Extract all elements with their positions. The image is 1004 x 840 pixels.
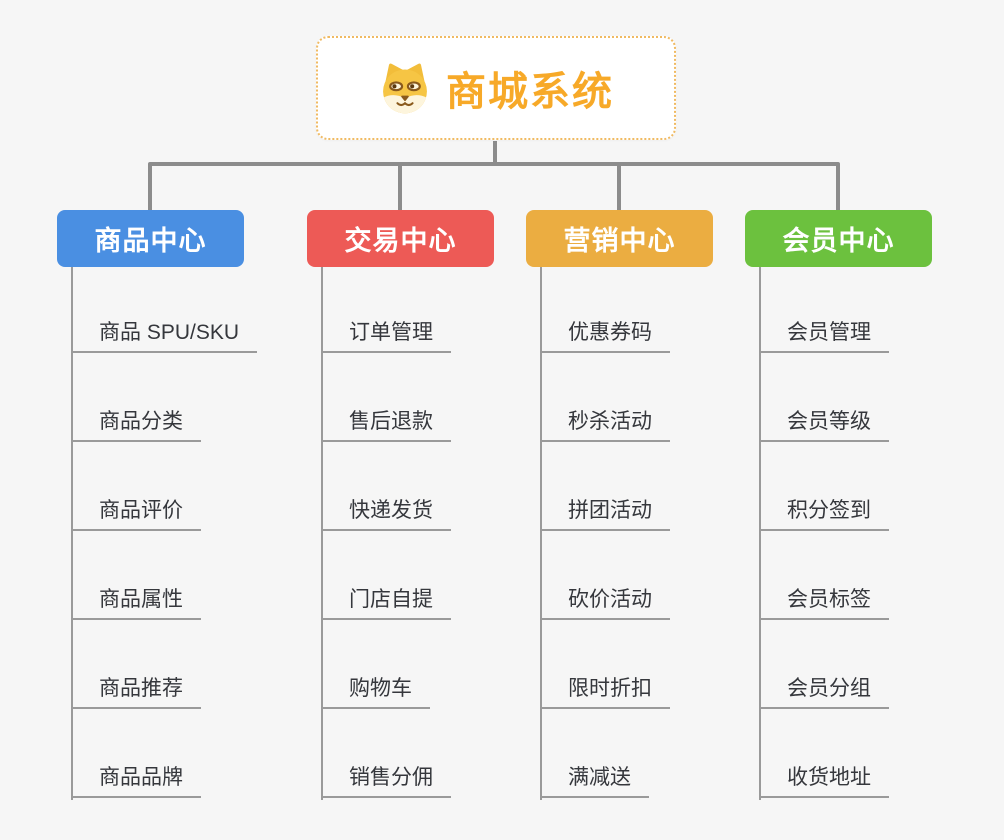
leaf-node-product-brand[interactable]: 商品品牌 [71,754,201,798]
leaf-node-express-delivery[interactable]: 快递发货 [321,487,451,531]
leaf-node-member-tag[interactable]: 会员标签 [759,576,889,620]
drop-line-marketing [617,164,621,210]
root-trunk-line [493,141,497,164]
branch-node-product-center[interactable]: 商品中心 [57,210,244,267]
leaf-node-member-group[interactable]: 会员分组 [759,665,889,709]
leaf-node-points-checkin[interactable]: 积分签到 [759,487,889,531]
leaf-node-sales-commission[interactable]: 销售分佣 [321,754,451,798]
branch-spine-trade [321,267,323,800]
leaf-node-product-review[interactable]: 商品评价 [71,487,201,531]
root-node-mall-system[interactable]: 商城系统 [316,36,676,140]
leaf-node-order-management[interactable]: 订单管理 [321,309,451,353]
leaf-node-shopping-cart[interactable]: 购物车 [321,665,430,709]
leaf-node-flash-sale[interactable]: 秒杀活动 [540,398,670,442]
branch-rail-line [148,162,840,166]
leaf-node-product-attribute[interactable]: 商品属性 [71,576,201,620]
leaf-node-full-reduction[interactable]: 满减送 [540,754,649,798]
drop-line-product [148,164,152,210]
leaf-node-bargain-activity[interactable]: 砍价活动 [540,576,670,620]
leaf-node-shipping-address[interactable]: 收货地址 [759,754,889,798]
leaf-node-after-sale-refund[interactable]: 售后退款 [321,398,451,442]
leaf-node-member-management[interactable]: 会员管理 [759,309,889,353]
branch-node-member-center[interactable]: 会员中心 [745,210,932,267]
leaf-node-store-pickup[interactable]: 门店自提 [321,576,451,620]
root-node-title: 商城系统 [446,70,614,114]
drop-line-member [836,164,840,210]
leaf-node-product-category[interactable]: 商品分类 [71,398,201,442]
leaf-node-group-buy[interactable]: 拼团活动 [540,487,670,531]
leaf-node-product-spu-sku[interactable]: 商品 SPU/SKU [71,309,258,353]
branch-spine-marketing [540,267,542,800]
drop-line-trade [398,164,402,210]
leaf-node-member-level[interactable]: 会员等级 [759,398,889,442]
branch-node-marketing-center[interactable]: 营销中心 [526,210,713,267]
leaf-node-product-recommend[interactable]: 商品推荐 [71,665,201,709]
shiba-dog-icon [383,63,427,114]
branch-spine-product [71,267,73,800]
branch-node-trade-center[interactable]: 交易中心 [307,210,494,267]
leaf-node-limited-time-discount[interactable]: 限时折扣 [540,665,670,709]
leaf-node-coupon-code[interactable]: 优惠券码 [540,309,670,353]
branch-spine-member [759,267,761,800]
